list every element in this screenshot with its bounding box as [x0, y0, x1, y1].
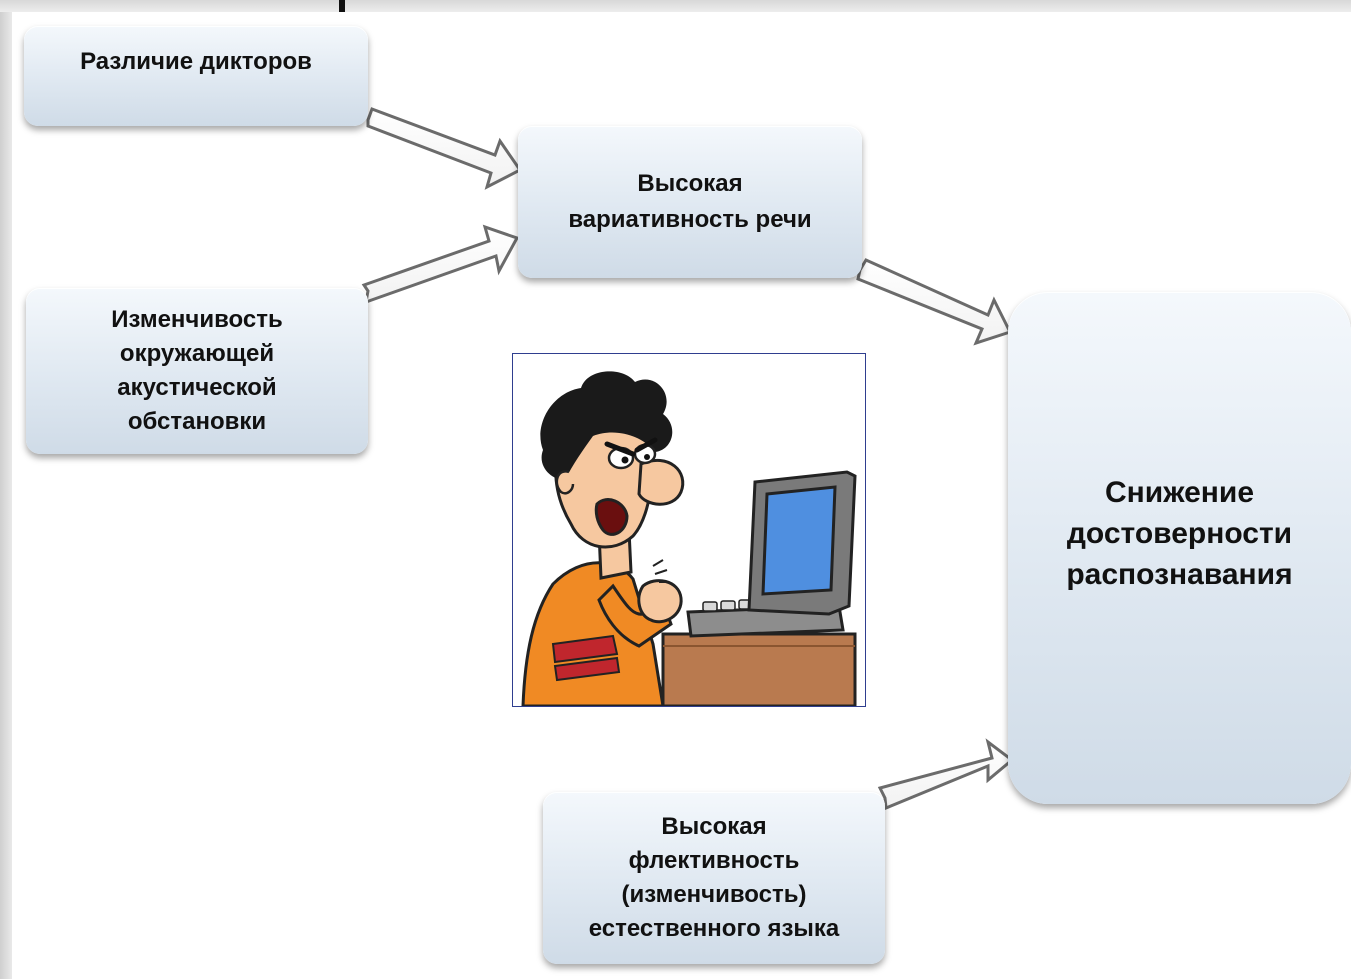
speech-variability-box: Высокая вариативность речи — [518, 126, 862, 278]
arrow-variability-to-reliability — [856, 258, 1013, 346]
acoustic-environment-label: Изменчивость окружающей акустической обс… — [111, 306, 283, 435]
angry-user-illustration — [512, 353, 866, 707]
arrow-inflection-to-reliability — [877, 738, 1015, 811]
recognition-reliability-label: Снижение достоверности распознавания — [1066, 476, 1293, 591]
speaker-differences-label: Различие дикторов — [80, 48, 312, 75]
slide-frame-left — [0, 0, 12, 979]
slide-frame-top — [0, 0, 1351, 12]
cartoon-icon — [521, 371, 857, 706]
arrow-speakers-to-variability — [366, 107, 523, 190]
acoustic-environment-box: Изменчивость окружающей акустической обс… — [26, 288, 368, 454]
slide-frame-tick — [339, 0, 345, 12]
language-inflection-label: Высокая флективность (изменчивость) есте… — [588, 813, 840, 942]
speech-variability-label: Высокая вариативность речи — [568, 170, 812, 233]
arrow-acoustic-to-variability — [361, 224, 520, 305]
speaker-differences-box: Различие дикторов — [24, 26, 368, 126]
language-inflection-box: Высокая флективность (изменчивость) есте… — [543, 792, 885, 964]
recognition-reliability-box: Снижение достоверности распознавания — [1008, 292, 1351, 804]
